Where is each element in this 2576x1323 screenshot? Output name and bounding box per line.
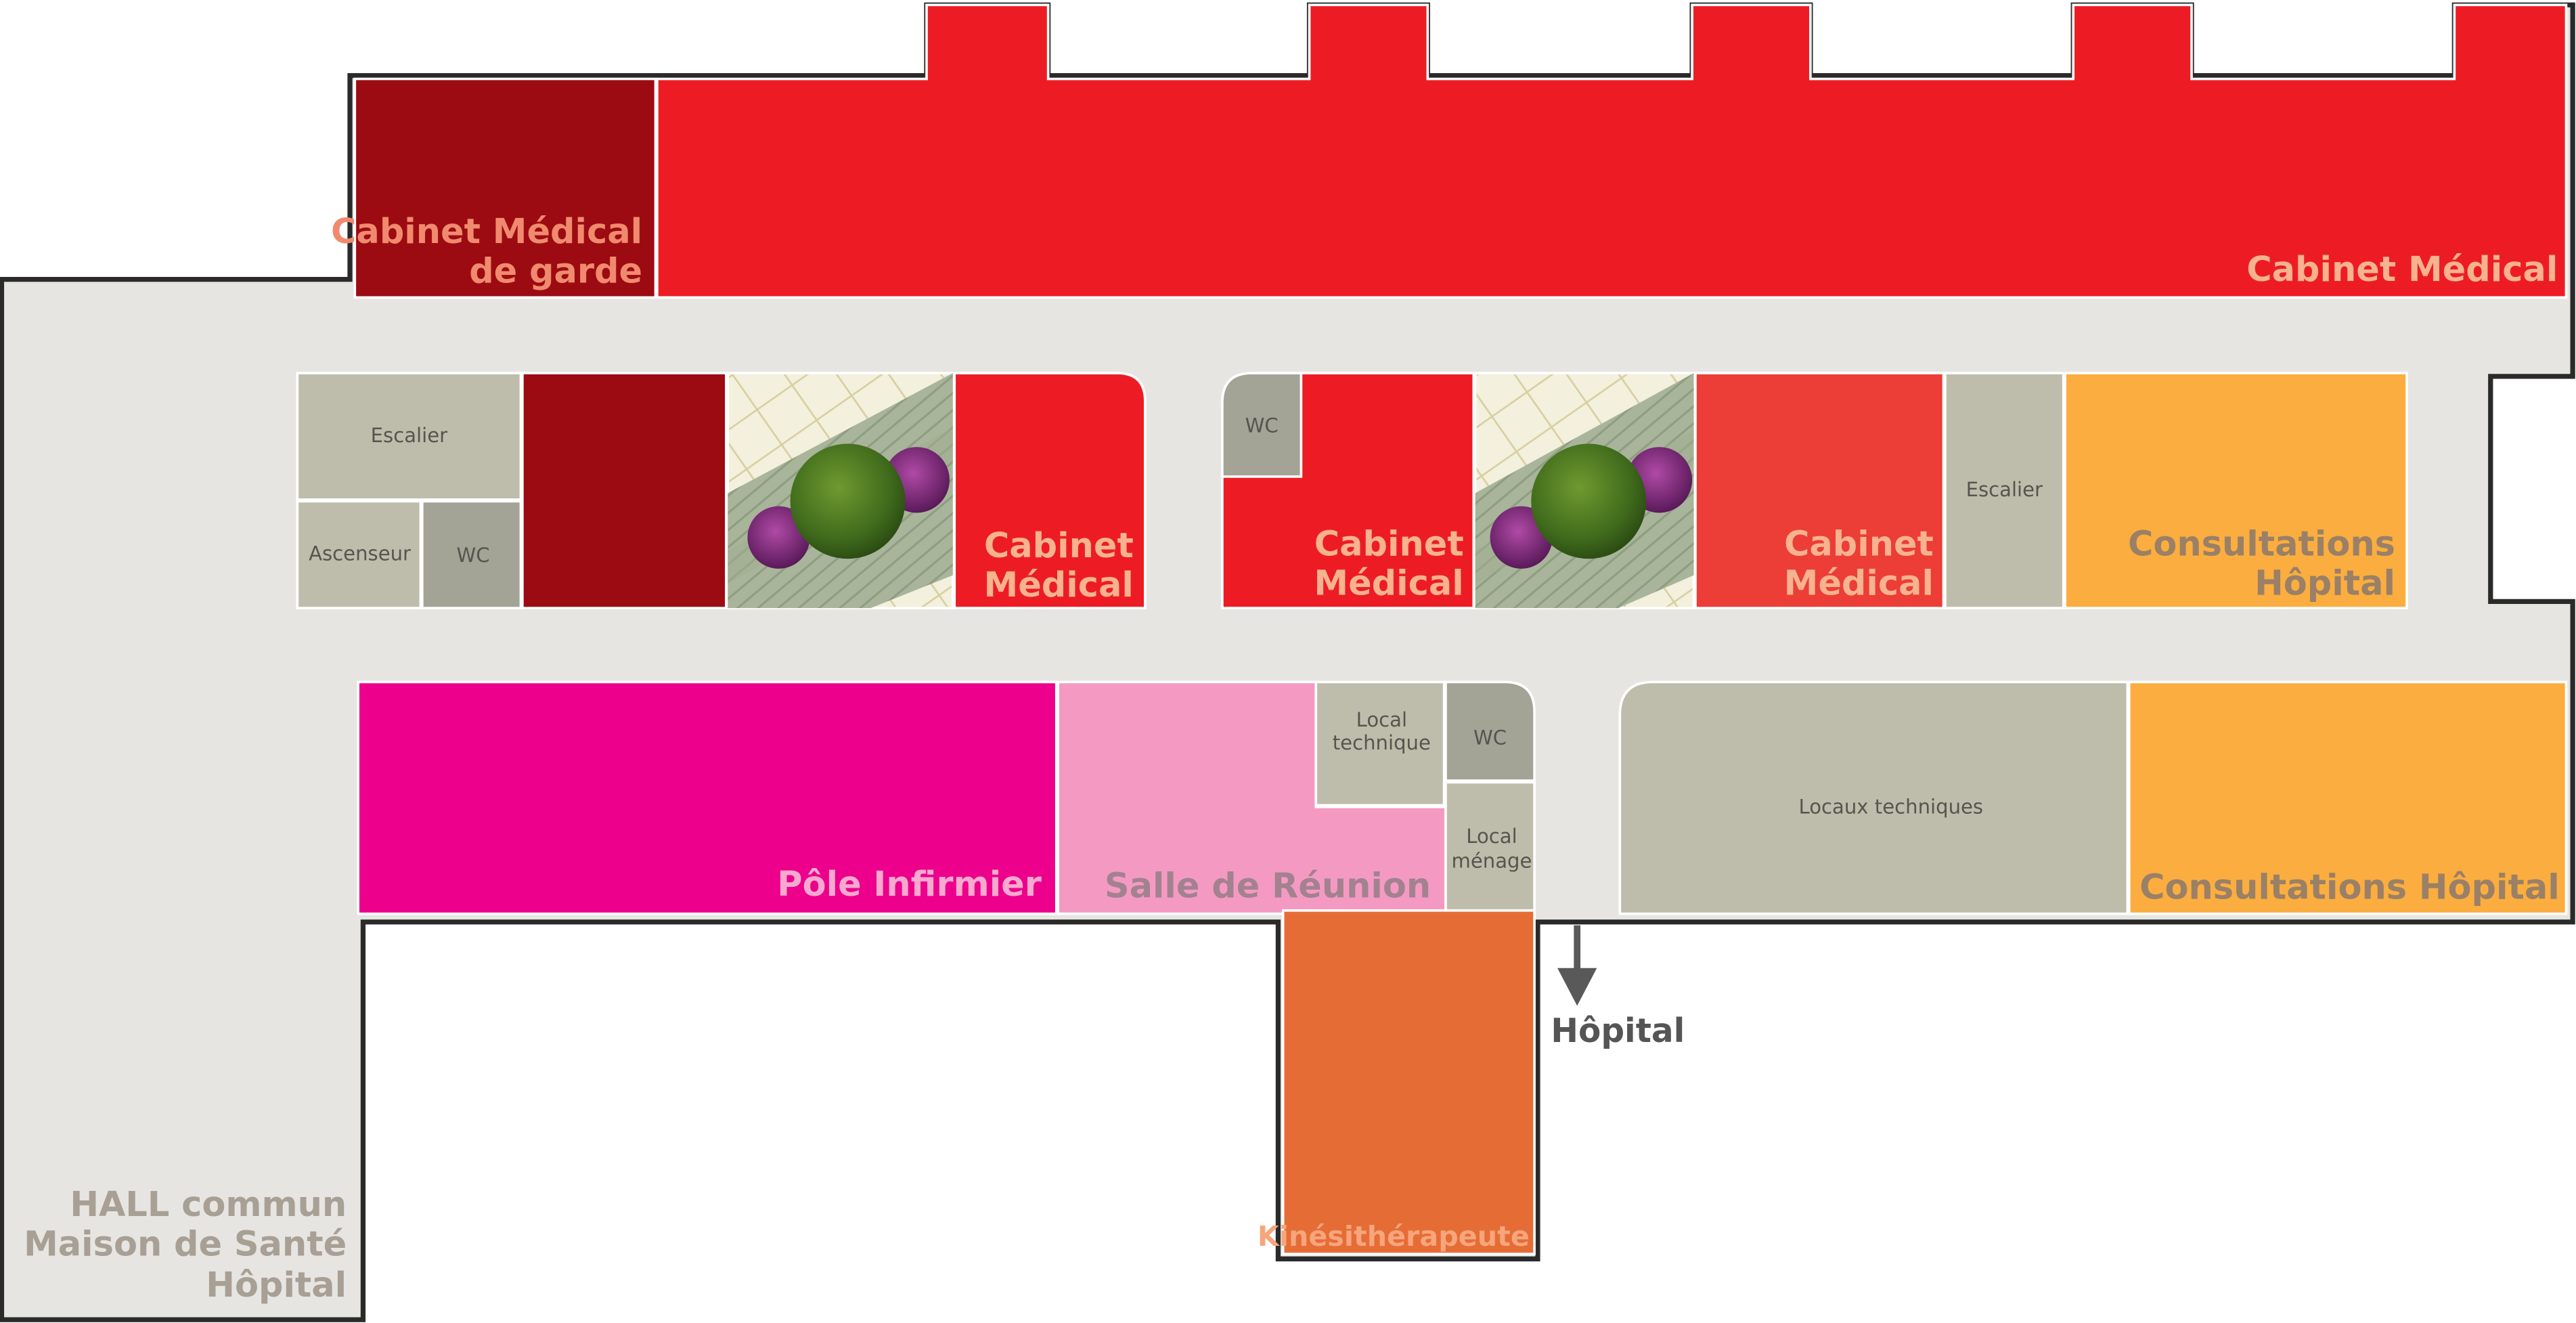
label-local-menage-line1: Local (1466, 825, 1517, 848)
label-local-menage-line2: ménage (1452, 850, 1532, 873)
label-cabinet-mid-center-line1: Cabinet (1314, 524, 1464, 564)
label-hall-line2: Maison de Santé (24, 1224, 347, 1264)
label-hall-line3: Hôpital (206, 1265, 347, 1305)
label-consultations-bottom: Consultations Hôpital (2139, 868, 2560, 908)
label-kinesitherapeute: Kinésithérapeute (1258, 1220, 1530, 1253)
label-cabinet-top: Cabinet Médical (2246, 250, 2558, 290)
label-cabinet-garde-line1: Cabinet Médical (331, 212, 642, 252)
patio-garden-center (1473, 372, 1695, 609)
label-escalier-left: Escalier (371, 424, 447, 447)
label-local-technique-line1: Local (1356, 708, 1407, 731)
exit-arrow-icon (1557, 925, 1597, 1006)
room-dark-red-middle (521, 372, 728, 609)
label-cabinet-mid-right-line1: Cabinet (1784, 524, 1934, 564)
room-escalier-left (296, 372, 523, 501)
room-consultations-hopital-bottom (2127, 680, 2568, 915)
label-cabinet-mid-left-line2: Médical (984, 565, 1134, 605)
room-local-technique (1314, 680, 1446, 807)
label-exit-hopital: Hôpital (1551, 1012, 1685, 1050)
room-wc-bottom (1444, 680, 1536, 782)
room-cabinet-medical-top (656, 3, 2568, 299)
room-wc-center (1221, 372, 1303, 478)
round-shrub-icon (790, 443, 906, 559)
patio-garden-left (726, 372, 954, 609)
label-cabinet-mid-left-line1: Cabinet (984, 526, 1134, 566)
room-wc-left (420, 500, 523, 609)
room-escalier-right (1944, 372, 2065, 609)
label-consultations-mid-line2: Hôpital (2255, 564, 2395, 604)
room-cabinet-medical-de-garde (353, 77, 657, 299)
label-wc-center: WC (1245, 414, 1279, 437)
round-shrub-icon (1531, 443, 1647, 559)
room-ascenseur (296, 500, 422, 609)
label-locaux-techniques: Locaux techniques (1799, 796, 1984, 819)
room-locaux-techniques (1618, 680, 2129, 915)
label-cabinet-mid-center-line2: Médical (1314, 564, 1463, 604)
label-wc-bottom: WC (1473, 726, 1507, 750)
label-consultations-mid-line1: Consultations (2128, 524, 2395, 564)
label-local-technique-line2: technique (1333, 731, 1431, 754)
label-escalier-right: Escalier (1966, 478, 2043, 501)
room-local-menage (1444, 781, 1536, 915)
room-pole-infirmier (357, 680, 1058, 915)
room-kinesitherapeute (1281, 909, 1536, 1255)
label-ascenseur: Ascenseur (309, 542, 411, 565)
label-hall-line1: HALL commun (70, 1185, 347, 1225)
label-cabinet-garde-line2: de garde (469, 252, 642, 292)
room-cabinet-medical-mid-right (1694, 372, 1945, 609)
label-salle-reunion: Salle de Réunion (1105, 866, 1431, 906)
room-cabinet-medical-mid-left (953, 372, 1147, 609)
label-pole-infirmier: Pôle Infirmier (777, 865, 1042, 905)
room-consultations-hopital-mid (2064, 372, 2408, 609)
label-cabinet-mid-right-line2: Médical (1784, 564, 1934, 604)
label-wc-left: WC (457, 544, 490, 567)
